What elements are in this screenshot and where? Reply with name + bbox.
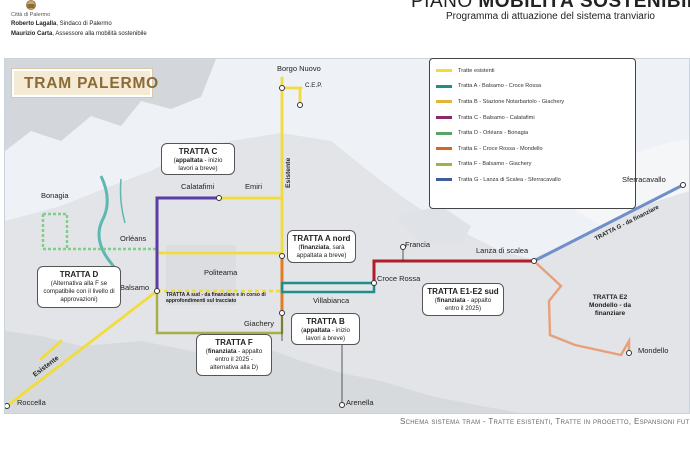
place-mondello: Mondello [638,346,669,355]
place-calatafimi: Calatafimi [181,182,215,191]
legend-label: Tratta F - Balsamo - Giachery [458,161,532,168]
tratta-d-line [41,212,157,251]
callout-tratta-e1-e2: TRATTA E1-E2 sud(finanziata - appalto en… [422,283,504,316]
callout-tratta-f: TRATTA F(finanziata - appalto entro il 2… [196,334,272,376]
legend-swatch [436,162,452,166]
legend-label: Tratta B - Stazione Notarbartolo - Giach… [458,98,565,105]
callout-tratta-d-text: Alternativa alla F se compatibile con il… [43,280,115,303]
place-croce-rossa: Croce Rossa [377,274,421,283]
page-subtitle: Programma di attuazione del sistema tran… [446,11,655,22]
callout-tratta-e-status: finanziata [436,297,466,304]
city-name: Città di Palermo [11,12,51,18]
callout-tratta-e2-text: - da finanziare [594,302,631,318]
title-bold: MOBILITÀ SOSTENIBILE [478,0,690,12]
city-centre-block [166,245,236,305]
title-light: PIANO [411,0,479,12]
monte-pellegrino [396,206,471,246]
callout-tratta-f-text: - appalto entro il 2025 - alternativa al… [209,348,263,371]
assessor-role: , Assessore alla mobilità sostenibile [52,31,147,37]
callout-tratta-f-title: TRATTA F [215,338,253,347]
callout-tratta-c-status: appaltata [175,157,203,164]
tratta-c-line [155,196,219,291]
tratta-a-nord-line [280,281,376,294]
legend-label: Tratta G - Lanza di Scalea - Sferracaval… [458,176,561,183]
place-giachery: Giachery [244,319,275,328]
legend-item: Tratta B - Stazione Notarbartolo - Giach… [436,94,629,110]
callout-tratta-b: TRATTA B(appaltata - inizio lavori a bre… [291,313,360,345]
legend-item: Tratta F - Balsamo - Giachery [436,157,629,173]
callout-tratta-a-status: finanziata [300,244,330,251]
station-dots [5,85,686,409]
callout-tratta-b-text: - inizio lavori a breve [305,327,350,342]
tratta-e2-line [533,260,631,357]
mayor-name: Roberto Lagalla [11,21,57,27]
mayor-line: Roberto Lagalla, Sindaco di Palermo [11,21,112,27]
mayor-role: , Sindaco di Palermo [56,21,112,27]
map-caption: Schema sistema tram - Tratte esistenti, … [400,417,690,426]
legend-label: Tratta C - Balsamo - Calatafimi [458,114,535,121]
legend-swatch [436,147,452,151]
legend-label: Tratte esistenti [458,67,495,74]
legend-label: Tratta D - Orléans - Bonagia [458,130,529,137]
legend-swatch [436,84,452,88]
callout-tratta-e-text: - appalto entro il 2025 [444,297,492,312]
tratta-a-sud-label: TRATTA A sud - da finanziare e in corso … [166,292,266,304]
river-branch [119,178,126,224]
place-politeama: Politeama [204,268,238,277]
callout-tratta-c: TRATTA C(appaltata - inizio lavori a bre… [161,143,235,175]
callout-tratta-a-nord: TRATTA A nord(finanziata, sarà appaltata… [287,230,356,263]
land [5,133,689,413]
place-cep: C.E.P. [305,82,323,89]
legend-label: Tratta E - Croce Rossa - Mondello [458,145,543,152]
callout-tratta-e2-title: TRATTA E2 Mondello [589,294,628,310]
callout-tratta-b-title: TRATTA B [306,317,345,326]
legend-swatch [436,131,452,135]
callout-tratta-e2: TRATTA E2 Mondello - da finanziare [574,291,646,318]
place-villabianca: Villabianca [313,296,350,305]
callout-tratta-b-status: appaltata [303,327,331,334]
callout-tratta-f-status: finanziata [207,348,237,355]
legend-swatch [436,116,452,120]
place-balsamo: Balsamo [120,283,150,292]
callout-tratta-c-title: TRATTA C [178,147,218,156]
legend-item: Tratta G - Lanza di Scalea - Sferracaval… [436,172,629,188]
legend-swatch [436,69,452,73]
place-roccella: Roccella [17,398,46,407]
place-orleans: Orléans [120,234,147,243]
city-crest-icon [26,0,36,10]
place-emiri: Emiri [245,182,263,191]
callout-tratta-c-text: - inizio lavori a breve [178,157,223,172]
legend-item: Tratta D - Orléans - Bonagia [436,125,629,141]
legend-swatch [436,100,452,104]
tratta-g-line [533,183,684,263]
legend-item: Tratta A - Balsamo - Croce Rossa [436,79,629,95]
callout-tratta-e-title: TRATTA E1-E2 sud [427,287,499,296]
legend-item: Tratte esistenti [436,63,629,79]
legend-item: Tratta E - Croce Rossa - Mondello [436,141,629,157]
place-francia: Francia [405,240,431,249]
callout-tratta-d-title: TRATTA D [59,270,99,279]
page-title: PIANO MOBILITÀ SOSTENIBILE [411,0,690,13]
tratta-e1-e2-line [372,259,534,283]
legend-swatch [436,178,452,182]
callout-tratta-a-text: , sarà appaltata a breve [296,244,345,259]
assessor-name: Maurizio Carta [11,31,53,37]
map-brand-label: TRAM PALERMO [24,75,160,92]
assessor-line: Maurizio Carta, Assessore alla mobilità … [11,31,147,37]
place-sferracavallo: Sferracavallo [622,175,666,184]
place-arenella: Arenella [346,398,374,407]
legend-label: Tratta A - Balsamo - Croce Rossa [458,83,542,90]
legend-item: Tratta C - Balsamo - Calatafimi [436,110,629,126]
place-lanza: Lanza di scalea [476,246,529,255]
callout-tratta-a-title: TRATTA A nord [292,234,351,243]
place-bonagia: Bonagia [41,191,69,200]
map-brand: TRAM PALERMO [12,69,158,97]
place-borgo-nuovo: Borgo Nuovo [277,64,321,73]
callout-tratta-d: TRATTA D(Alternativa alla F se compatibi… [37,266,121,308]
existing-vertical-label: Esistente [285,157,292,188]
